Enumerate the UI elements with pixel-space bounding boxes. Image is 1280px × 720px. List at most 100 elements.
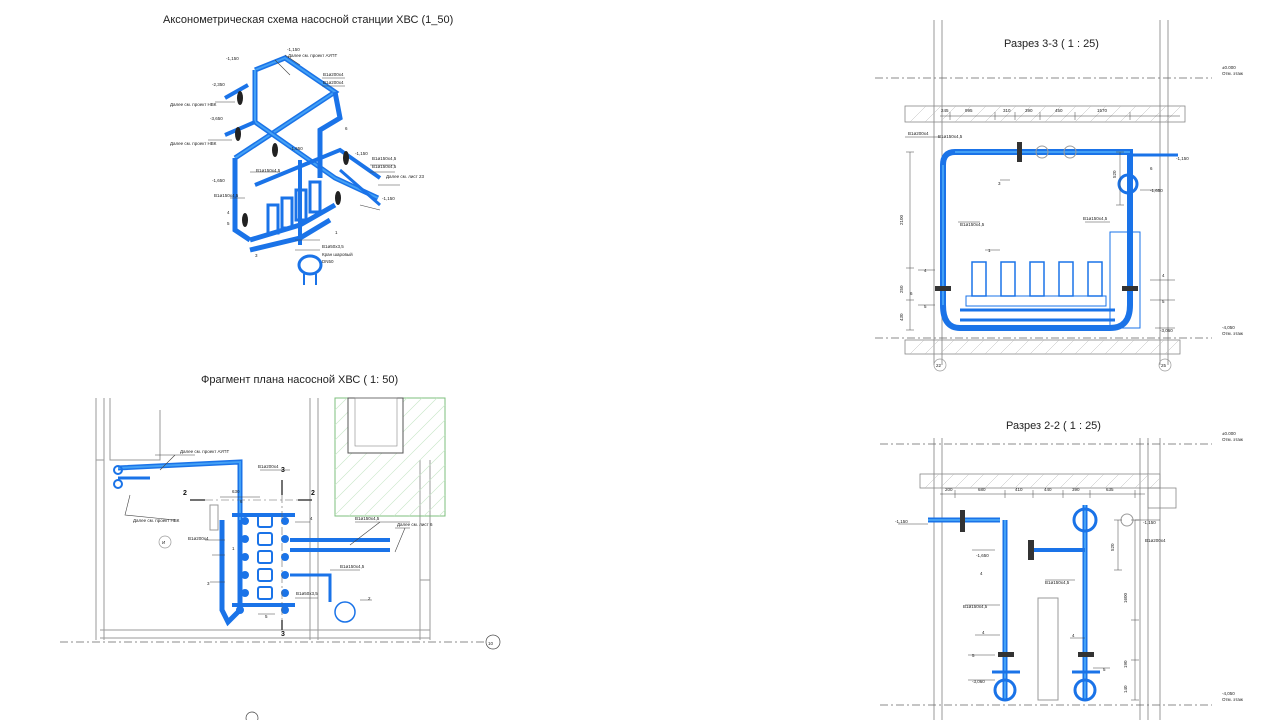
svg-text:1: 1 xyxy=(232,546,235,551)
svg-text:3: 3 xyxy=(281,631,285,638)
svg-text:Кран шаровый: Кран шаровый xyxy=(322,251,353,257)
svg-text:310: 310 xyxy=(1003,108,1011,113)
svg-text:±0.000: ±0.000 xyxy=(1222,431,1236,436)
svg-text:2100: 2100 xyxy=(899,214,904,225)
svg-text:В1ø150х4,5: В1ø150х4,5 xyxy=(372,156,397,161)
svg-text:6: 6 xyxy=(910,291,913,296)
plan-tank xyxy=(334,601,356,623)
svg-text:25: 25 xyxy=(1161,363,1167,368)
svg-text:245: 245 xyxy=(941,108,949,113)
axon-title: Аксонометрическая схема насосной станции… xyxy=(163,14,454,26)
axon-label-list: Далее см. лист 23 xyxy=(386,174,424,179)
svg-text:Отм. этаж: Отм. этаж xyxy=(1222,331,1243,336)
svg-text:190: 190 xyxy=(1123,660,1128,668)
plan-walls xyxy=(95,398,431,640)
svg-text:10: 10 xyxy=(488,641,494,646)
svg-text:1: 1 xyxy=(988,248,991,253)
svg-text:-1,150: -1,150 xyxy=(1176,156,1189,161)
svg-text:450: 450 xyxy=(1055,108,1063,113)
svg-text:-3,060: -3,060 xyxy=(972,679,985,684)
svg-text:3: 3 xyxy=(998,181,1001,186)
svg-text:1570: 1570 xyxy=(1097,108,1108,113)
plan-pipes xyxy=(113,459,390,627)
svg-text:4: 4 xyxy=(982,630,985,635)
plan-pumps xyxy=(236,514,289,614)
axon-label-nvk-2: Далее см. проект НВК xyxy=(170,141,217,146)
svg-text:4: 4 xyxy=(1162,273,1165,278)
svg-text:410: 410 xyxy=(1015,487,1023,492)
svg-text:250: 250 xyxy=(899,285,904,293)
plan-label-list: Далее см. лист 6 xyxy=(397,522,433,527)
s22-pump-body xyxy=(1037,597,1059,701)
svg-text:5: 5 xyxy=(1162,299,1165,304)
svg-text:4: 4 xyxy=(980,571,983,576)
svg-text:-1,150: -1,150 xyxy=(382,196,395,201)
svg-text:В1ø200х4: В1ø200х4 xyxy=(188,536,209,541)
svg-text:-3,650: -3,650 xyxy=(210,116,223,121)
svg-text:430: 430 xyxy=(899,313,904,321)
svg-text:3: 3 xyxy=(281,467,285,474)
svg-text:-2,350: -2,350 xyxy=(212,82,225,87)
svg-text:В1ø150х4,5: В1ø150х4,5 xyxy=(960,222,985,227)
plan-label-nvk: Далее см. проект НВК xyxy=(133,518,180,523)
svg-text:В1ø50х3,5: В1ø50х3,5 xyxy=(322,244,344,249)
axon-leaders xyxy=(208,54,400,251)
section-3-3-title: Разрез 3-3 ( 1 : 25) xyxy=(1004,38,1099,50)
svg-text:-1,650: -1,650 xyxy=(290,146,303,151)
svg-text:520: 520 xyxy=(1110,543,1115,551)
svg-text:В1ø150х4,5: В1ø150х4,5 xyxy=(340,564,365,569)
axon-pump-3 xyxy=(294,188,308,222)
svg-text:В1ø50х3,5: В1ø50х3,5 xyxy=(296,591,318,596)
svg-text:-4,050: -4,050 xyxy=(1222,325,1235,330)
svg-text:3: 3 xyxy=(255,253,258,258)
svg-text:В1ø150х4,5: В1ø150х4,5 xyxy=(355,516,380,521)
s22-valve xyxy=(1072,507,1098,533)
s22-pipes xyxy=(928,505,1134,702)
svg-text:2: 2 xyxy=(183,490,187,497)
svg-text:-4,050: -4,050 xyxy=(1222,691,1235,696)
svg-text:390: 390 xyxy=(1072,487,1080,492)
svg-text:-1,650: -1,650 xyxy=(212,178,225,183)
axon-pump-4 xyxy=(308,180,322,214)
section-2-2-title: Разрез 2-2 ( 1 : 25) xyxy=(1006,420,1101,432)
svg-text:680: 680 xyxy=(978,487,986,492)
svg-text:22: 22 xyxy=(936,363,942,368)
svg-text:3: 3 xyxy=(207,581,210,586)
plan-leaders xyxy=(124,454,410,615)
s22-ceiling xyxy=(919,473,1161,489)
svg-text:6: 6 xyxy=(345,126,348,131)
svg-text:995: 995 xyxy=(965,108,973,113)
s33-floor xyxy=(904,339,1181,355)
svg-text:-1,150: -1,150 xyxy=(226,56,239,61)
svg-text:1600: 1600 xyxy=(1123,592,1128,603)
svg-text:5: 5 xyxy=(924,304,927,309)
svg-text:4: 4 xyxy=(1072,633,1075,638)
svg-text:200: 200 xyxy=(945,487,953,492)
svg-text:6: 6 xyxy=(240,499,243,504)
svg-text:В1ø150х4,5: В1ø150х4,5 xyxy=(1045,580,1070,585)
svg-text:140: 140 xyxy=(1123,685,1128,693)
s33-pipes xyxy=(935,142,1178,331)
axon-tank xyxy=(297,254,323,276)
svg-text:-1,150: -1,150 xyxy=(895,519,908,524)
svg-text:-1,650: -1,650 xyxy=(1150,188,1163,193)
axon-label-nvk-1: Далее см. проект НВК xyxy=(170,102,217,107)
svg-text:И: И xyxy=(162,540,165,545)
svg-text:5: 5 xyxy=(265,614,268,619)
svg-text:В1ø150х4,5: В1ø150х4,5 xyxy=(938,134,963,139)
plan-cut-lines xyxy=(190,480,312,630)
svg-text:2: 2 xyxy=(368,596,371,601)
svg-text:-1,150: -1,150 xyxy=(287,47,300,52)
svg-text:5: 5 xyxy=(972,653,975,658)
svg-text:В1ø200х4: В1ø200х4 xyxy=(258,464,279,469)
svg-text:В1ø150х4,5: В1ø150х4,5 xyxy=(214,193,239,198)
svg-text:DN50: DN50 xyxy=(322,259,334,264)
svg-text:В1ø150х4,5: В1ø150х4,5 xyxy=(256,168,281,173)
svg-text:4: 4 xyxy=(310,516,313,521)
svg-text:440: 440 xyxy=(1044,487,1052,492)
svg-text:4: 4 xyxy=(227,210,230,215)
